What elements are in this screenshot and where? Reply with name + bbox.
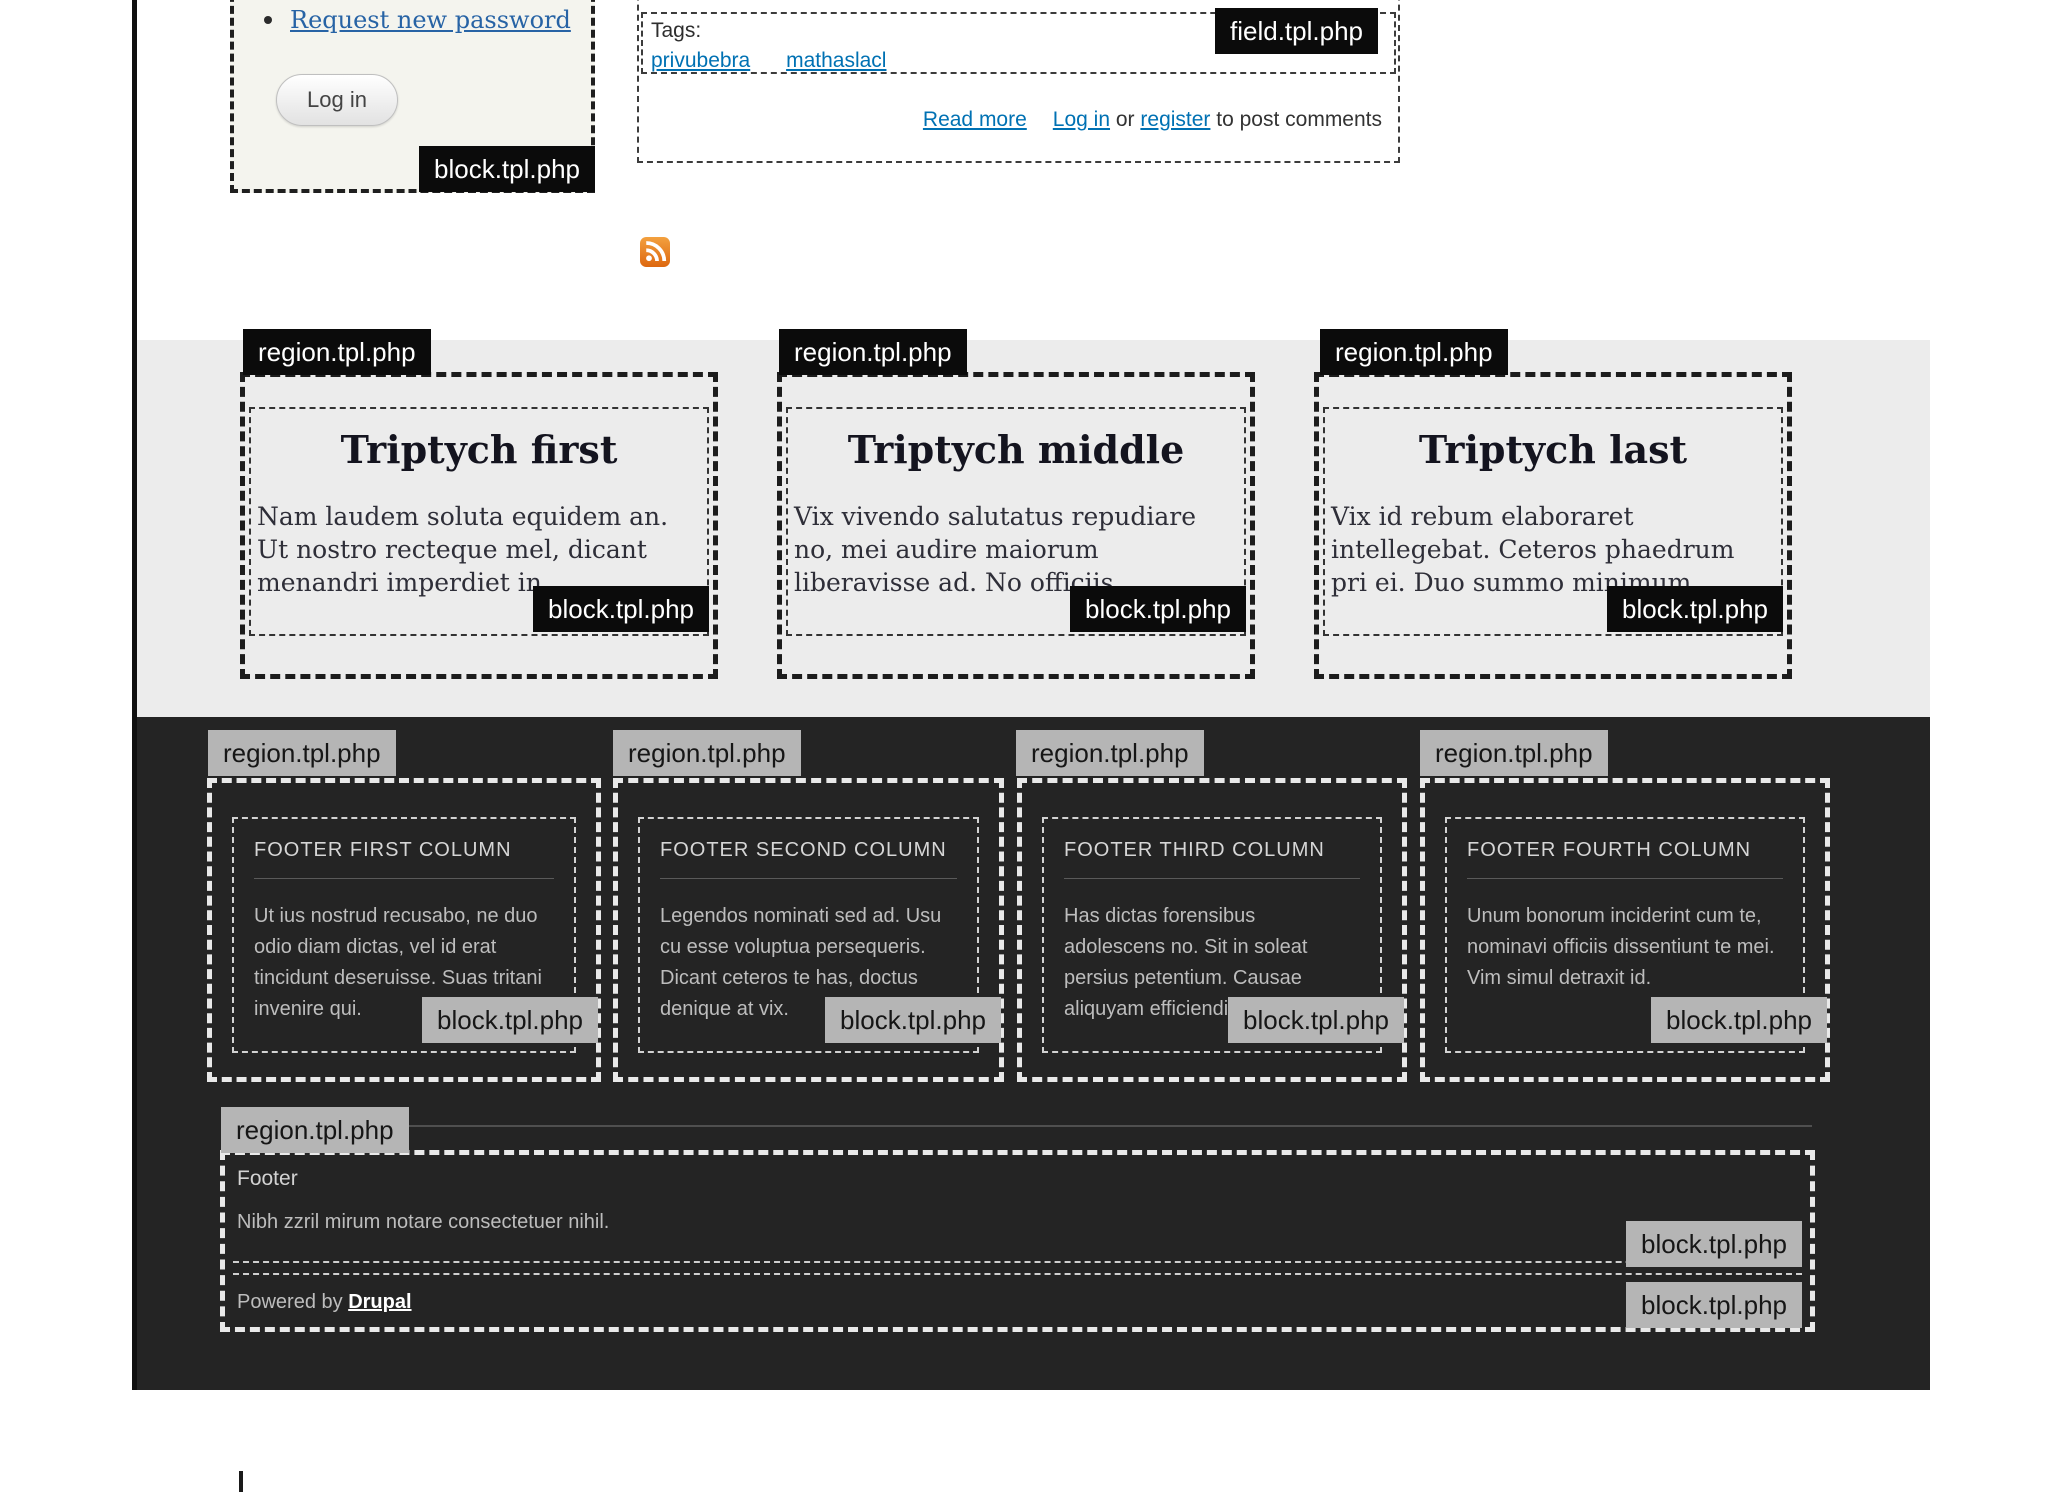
footer-title-divider	[660, 878, 957, 879]
register-link[interactable]: register	[1140, 108, 1211, 131]
footer-column-title: FOOTER THIRD COLUMN	[1064, 839, 1325, 861]
footer-third-region: FOOTER THIRD COLUMN Has dictas forensibu…	[1017, 778, 1407, 1082]
triptych-block: Triptych first Nam laudem soluta equidem…	[249, 407, 709, 636]
block-template-label: block.tpl.php	[1626, 1282, 1802, 1328]
triptych-body: Vix id rebum elaboraret intellegebat. Ce…	[1331, 502, 1735, 597]
log-in-link[interactable]: Log in	[1052, 108, 1111, 131]
footer-block: FOOTER FOURTH COLUMN Unum bonorum incide…	[1445, 817, 1805, 1053]
rss-icon[interactable]	[640, 237, 670, 267]
login-menu-item: Request new password	[264, 6, 571, 34]
footer-second-region: FOOTER SECOND COLUMN Legendos nominati s…	[613, 778, 1004, 1082]
triptych-body: Nam laudem soluta equidem an. Ut nostro …	[257, 502, 669, 597]
footer-block-body: Nibh zzril mirum notare consectetuer nih…	[237, 1211, 610, 1233]
triptych-title: Triptych middle	[847, 427, 1185, 472]
triptych-first-region: Triptych first Nam laudem soluta equidem…	[240, 372, 718, 679]
powered-by-block: Powered by Drupal	[233, 1273, 1802, 1325]
footer-bottom-region: Footer Nibh zzril mirum notare consectet…	[220, 1150, 1815, 1332]
or-text: or	[1115, 108, 1135, 131]
footer-first-region: FOOTER FIRST COLUMN Ut ius nostrud recus…	[207, 778, 601, 1082]
log-in-button[interactable]: Log in	[276, 74, 398, 126]
user-login-block: Request new password Log in block.tpl.ph…	[230, 0, 595, 193]
region-template-label: region.tpl.php	[1320, 329, 1508, 375]
tags-field-box: Tags: privubebra mathaslacl	[641, 12, 1396, 74]
region-template-label: region.tpl.php	[779, 329, 967, 375]
triptych-body: Vix vivendo salutatus repudiare no, mei …	[794, 502, 1197, 597]
footer-column-title: FOOTER FIRST COLUMN	[254, 839, 512, 861]
footer-title-divider	[254, 878, 554, 879]
triptych-middle-region: Triptych middle Vix vivendo salutatus re…	[777, 372, 1255, 679]
block-template-label: block.tpl.php	[825, 997, 1001, 1043]
footer-column-body: Legendos nominati sed ad. Usu cu esse vo…	[660, 905, 942, 1020]
footer-bottom-divider	[222, 1125, 1812, 1127]
footer-title-divider	[1064, 878, 1360, 879]
block-template-label: block.tpl.php	[1651, 997, 1827, 1043]
post-comments-text: to post comments	[1216, 108, 1382, 131]
region-template-label: region.tpl.php	[613, 730, 801, 776]
region-template-label: region.tpl.php	[208, 730, 396, 776]
footer-title-divider	[1467, 878, 1783, 879]
tags-field-title: Tags:	[651, 19, 702, 42]
footer-fourth-region: FOOTER FOURTH COLUMN Unum bonorum incide…	[1420, 778, 1830, 1082]
request-new-password-link[interactable]: Request new password	[290, 6, 571, 34]
region-template-label: region.tpl.php	[1420, 730, 1608, 776]
triptych-last-region: Triptych last Vix id rebum elaboraret in…	[1314, 372, 1792, 679]
node-content-box: Tags: privubebra mathaslacl field.tpl.ph…	[637, 0, 1400, 163]
region-template-label: region.tpl.php	[221, 1107, 409, 1153]
page-left-border	[132, 0, 137, 1390]
triptych-title: Triptych last	[1418, 427, 1688, 472]
block-template-label: block.tpl.php	[422, 997, 598, 1043]
block-template-label: block.tpl.php	[1626, 1221, 1802, 1267]
footer-column-title: FOOTER FOURTH COLUMN	[1467, 839, 1752, 861]
region-template-label: region.tpl.php	[1016, 730, 1204, 776]
powered-by-text: Powered by	[237, 1291, 343, 1313]
list-bullet-icon	[264, 16, 272, 24]
triptych-band	[137, 340, 1930, 717]
node-links-row: Read more Log in or register to post comm…	[923, 108, 1382, 132]
block-template-label: block.tpl.php	[419, 146, 595, 192]
field-template-label: field.tpl.php	[1215, 8, 1378, 54]
block-template-label: block.tpl.php	[1607, 586, 1783, 632]
footer-column-body: Unum bonorum inciderint cum te, nominavi…	[1467, 905, 1775, 989]
footer-column-body: Ut ius nostrud recusabo, ne duo odio dia…	[254, 905, 542, 1020]
footer-block-title: Footer	[237, 1167, 298, 1190]
block-template-label: block.tpl.php	[1070, 586, 1246, 632]
footer-section: region.tpl.php region.tpl.php region.tpl…	[137, 717, 1930, 1390]
tag-link[interactable]: privubebra	[651, 49, 751, 72]
triptych-title: Triptych first	[340, 427, 618, 472]
page-edge-artifact	[239, 1471, 243, 1492]
footer-column-title: FOOTER SECOND COLUMN	[660, 839, 947, 861]
triptych-block: Triptych last Vix id rebum elaboraret in…	[1323, 407, 1783, 636]
tag-link[interactable]: mathaslacl	[786, 49, 887, 72]
footer-block: FOOTER SECOND COLUMN Legendos nominati s…	[638, 817, 979, 1053]
region-template-label: region.tpl.php	[243, 329, 431, 375]
footer-block: FOOTER FIRST COLUMN Ut ius nostrud recus…	[232, 817, 576, 1053]
footer-message-block: Footer Nibh zzril mirum notare consectet…	[233, 1157, 1802, 1263]
drupal-link[interactable]: Drupal	[348, 1291, 412, 1313]
triptych-block: Triptych middle Vix vivendo salutatus re…	[786, 407, 1246, 636]
block-template-label: block.tpl.php	[1228, 997, 1404, 1043]
read-more-link[interactable]: Read more	[922, 108, 1027, 131]
block-template-label: block.tpl.php	[533, 586, 709, 632]
